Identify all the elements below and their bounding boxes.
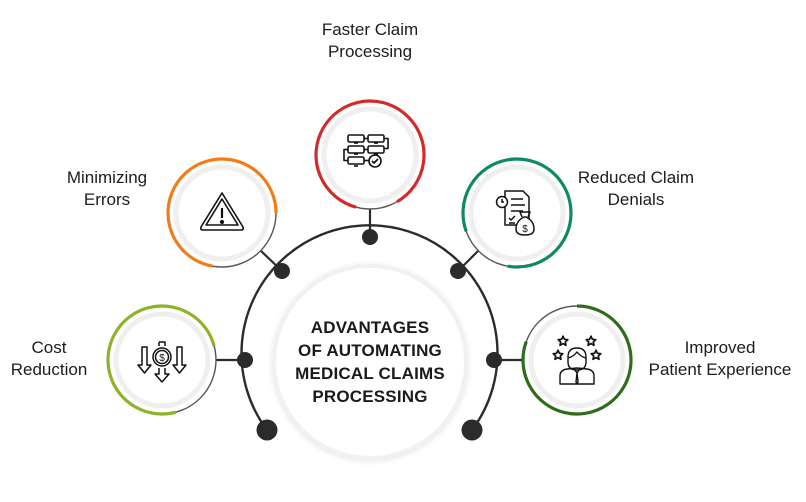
node-arc: [521, 304, 633, 416]
label-line: Errors: [83, 190, 131, 209]
label-minimizing-errors: Minimizing Errors: [52, 167, 162, 211]
node-arc: [461, 157, 573, 269]
label-line: Patient Experience: [648, 360, 792, 379]
title-line: MEDICAL CLAIMS: [295, 364, 445, 383]
node-arc: [314, 99, 426, 209]
label-line: Reduced Claim: [577, 168, 695, 187]
document-money-bag-icon: $: [495, 190, 535, 236]
svg-text:$: $: [522, 224, 528, 235]
center-disc-halo: [272, 264, 468, 460]
ring-dot-upper-right: [450, 263, 466, 279]
person-stars-icon: [552, 335, 602, 385]
ring-dot-upper-left: [274, 263, 290, 279]
node-improved-patient-experience: [521, 304, 633, 416]
title-line: PROCESSING: [312, 387, 428, 406]
dollar-down-arrows-icon: $: [137, 341, 187, 383]
label-cost-reduction: Cost Reduction: [0, 337, 98, 381]
label-line: Denials: [607, 190, 665, 209]
label-improved-patient-experience: Improved Patient Experience: [636, 337, 804, 381]
diagram-title: ADVANTAGES OF AUTOMATING MEDICAL CLAIMS …: [270, 316, 470, 408]
ring-dot-bottom-right: [461, 419, 483, 441]
node-arc: [166, 157, 278, 268]
title-line: ADVANTAGES: [310, 318, 430, 337]
node-cost-reduction: $: [106, 304, 217, 416]
label-line: Processing: [327, 42, 413, 61]
ring-dot-top: [362, 229, 378, 245]
node-minimizing-errors: [166, 157, 278, 268]
node-arc: [106, 304, 216, 416]
warning-triangle-icon: [199, 192, 245, 231]
node-faster-claim-processing: [314, 99, 426, 210]
label-line: Improved: [684, 338, 756, 357]
ring-dot-right: [486, 352, 502, 368]
label-line: Reduction: [10, 360, 88, 379]
center-disc: [274, 266, 466, 458]
label-line: Minimizing: [66, 168, 148, 187]
label-reduced-claim-denials: Reduced Claim Denials: [566, 167, 706, 211]
ring-dot-bottom-left: [256, 419, 278, 441]
label-faster-claim-processing: Faster Claim Processing: [300, 19, 440, 63]
label-line: Cost: [31, 338, 67, 357]
label-line: Faster Claim: [321, 20, 419, 39]
workflow-check-icon: [343, 134, 389, 168]
svg-text:$: $: [159, 353, 165, 364]
ring-dot-left: [237, 352, 253, 368]
title-line: OF AUTOMATING: [298, 341, 442, 360]
node-reduced-claim-denials: $: [461, 157, 573, 269]
